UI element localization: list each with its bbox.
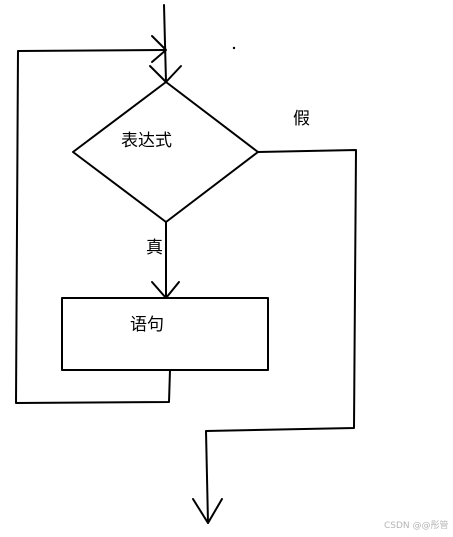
exit-arrowhead bbox=[192, 498, 223, 524]
true-label: 真 bbox=[146, 238, 163, 258]
stray-dot bbox=[232, 46, 236, 50]
condition-label: 表达式 bbox=[121, 131, 172, 151]
false-branch-line bbox=[205, 149, 357, 524]
watermark-text: CSDN @@彤管 bbox=[384, 519, 449, 531]
condition-diamond bbox=[72, 81, 259, 223]
loop-back-arrowhead bbox=[151, 35, 167, 63]
statement-box bbox=[61, 297, 269, 371]
false-label: 假 bbox=[293, 109, 310, 129]
statement-label: 语句 bbox=[130, 315, 164, 335]
entry-line bbox=[163, 4, 167, 83]
loop-back-line bbox=[15, 49, 171, 404]
